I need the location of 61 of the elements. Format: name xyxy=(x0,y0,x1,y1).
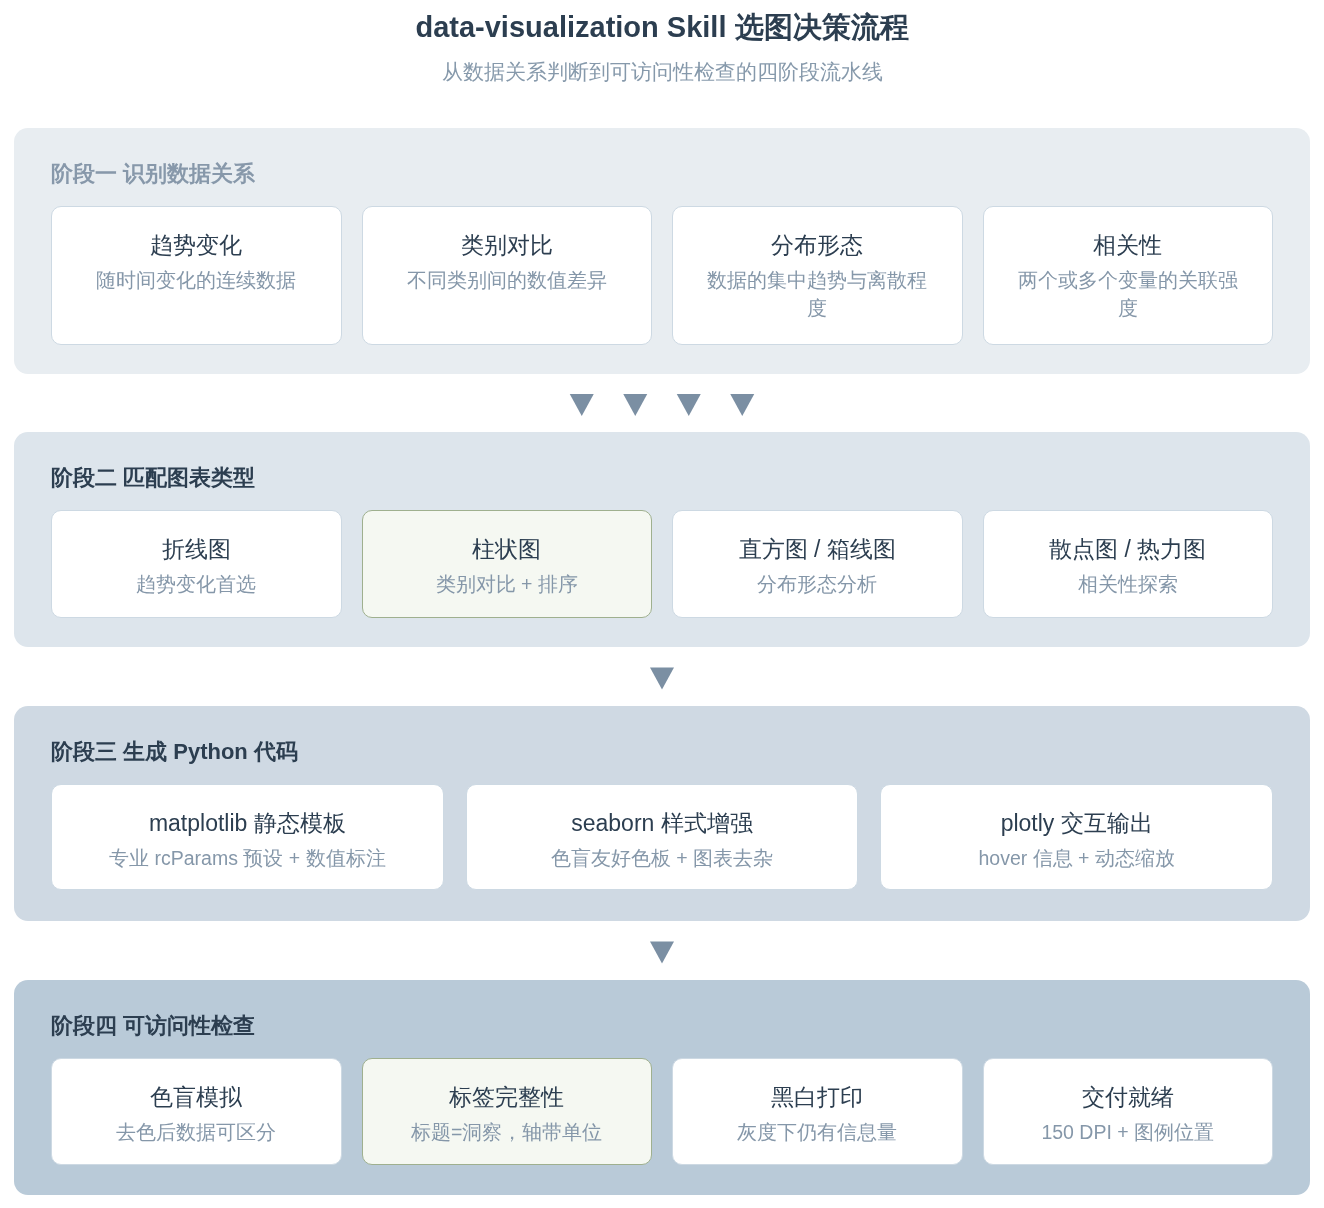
card-title: 散点图 / 热力图 xyxy=(1049,535,1207,564)
card-description: 相关性探索 xyxy=(1077,572,1178,597)
step-card xyxy=(51,510,342,618)
card-title: 柱状图 xyxy=(472,535,542,564)
card-description: 150 DPI + 图例位置 xyxy=(1041,1120,1215,1145)
diagram-subtitle: 从数据关系判断到可访问性检查的四阶段流水线 xyxy=(441,59,883,85)
stage-panel xyxy=(14,432,1310,647)
stage-panel xyxy=(14,980,1310,1195)
step-card xyxy=(672,206,963,345)
card-title: plotly 交互输出 xyxy=(1000,809,1153,838)
step-card xyxy=(982,510,1273,618)
arrow xyxy=(650,941,674,964)
card-title: 类别对比 xyxy=(460,231,553,260)
step-card xyxy=(51,206,342,345)
step-card xyxy=(361,510,652,618)
stage-panel xyxy=(14,706,1310,921)
diagram-title: data-visualization Skill 选图决策流程 xyxy=(415,10,909,45)
step-card xyxy=(982,1058,1273,1165)
card-title: 交付就绪 xyxy=(1081,1083,1174,1112)
card-description: hover 信息 + 动态缩放 xyxy=(978,846,1175,871)
card-description: 随时间变化的连续数据 xyxy=(96,268,297,293)
step-card xyxy=(361,206,652,345)
card-title: matplotlib 静态模板 xyxy=(148,809,346,838)
card-title: 黑白打印 xyxy=(771,1083,864,1112)
step-card xyxy=(672,1058,963,1165)
arrow xyxy=(730,394,755,416)
arrow xyxy=(623,394,648,416)
card-title: 色盲模拟 xyxy=(150,1083,243,1112)
card-title: 直方图 / 箱线图 xyxy=(738,535,896,564)
card-description: 两个或多个变量的关联强度 xyxy=(1016,268,1239,321)
card-description: 标题=洞察，轴带单位 xyxy=(411,1120,603,1145)
stage-heading: 阶段二 匹配图表类型 xyxy=(51,464,256,492)
card-title: 折线图 xyxy=(161,535,231,564)
card-description: 分布形态分析 xyxy=(757,572,878,597)
card-title: seaborn 样式增强 xyxy=(571,809,753,838)
arrow xyxy=(569,394,594,416)
stage-panel xyxy=(14,128,1310,374)
card-description: 数据的集中趋势与离散程度 xyxy=(706,268,929,321)
stage-heading: 阶段一 识别数据关系 xyxy=(51,160,256,188)
step-card xyxy=(361,1058,652,1165)
card-description: 色盲友好色板 + 图表去杂 xyxy=(550,846,774,871)
card-description: 灰度下仍有信息量 xyxy=(737,1120,898,1145)
card-title: 相关性 xyxy=(1093,231,1163,260)
stage-heading: 阶段四 可访问性检查 xyxy=(51,1012,256,1040)
step-card xyxy=(51,784,444,890)
card-description: 类别对比 + 排序 xyxy=(435,572,578,597)
card-description: 不同类别间的数值差异 xyxy=(406,268,607,293)
stage-heading: 阶段三 生成 Python 代码 xyxy=(51,738,298,766)
step-card xyxy=(982,206,1273,345)
card-title: 标签完整性 xyxy=(449,1083,565,1112)
step-card xyxy=(880,784,1273,890)
card-description: 趋势变化首选 xyxy=(136,572,257,597)
card-description: 去色后数据可区分 xyxy=(116,1120,277,1145)
card-title: 趋势变化 xyxy=(150,231,243,260)
step-card xyxy=(465,784,859,890)
card-description: 专业 rcParams 预设 + 数值标注 xyxy=(109,846,386,871)
arrow xyxy=(650,667,674,690)
step-card xyxy=(51,1058,342,1165)
card-title: 分布形态 xyxy=(771,231,864,260)
step-card xyxy=(672,510,963,618)
arrow xyxy=(676,394,701,416)
